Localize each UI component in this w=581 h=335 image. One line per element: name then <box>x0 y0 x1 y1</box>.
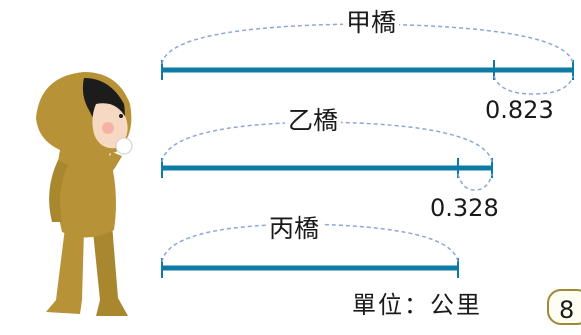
page-number: 8 <box>559 296 575 324</box>
difference-label-jia: 0.823 <box>485 96 554 124</box>
page-badge: 8 <box>547 289 581 325</box>
difference-label-yi: 0.328 <box>430 194 499 222</box>
bridge-label-yi: 乙橋 <box>285 108 342 133</box>
bridge-label-jia: 甲橋 <box>343 10 400 35</box>
bridge-label-bing: 丙橋 <box>266 216 323 241</box>
brace-jia-diff <box>493 75 574 95</box>
unit-label: 單位：公里 <box>352 291 482 319</box>
brace-yi-diff <box>457 173 493 191</box>
boy-figure-icon <box>36 72 133 316</box>
brace-jia <box>161 23 574 65</box>
